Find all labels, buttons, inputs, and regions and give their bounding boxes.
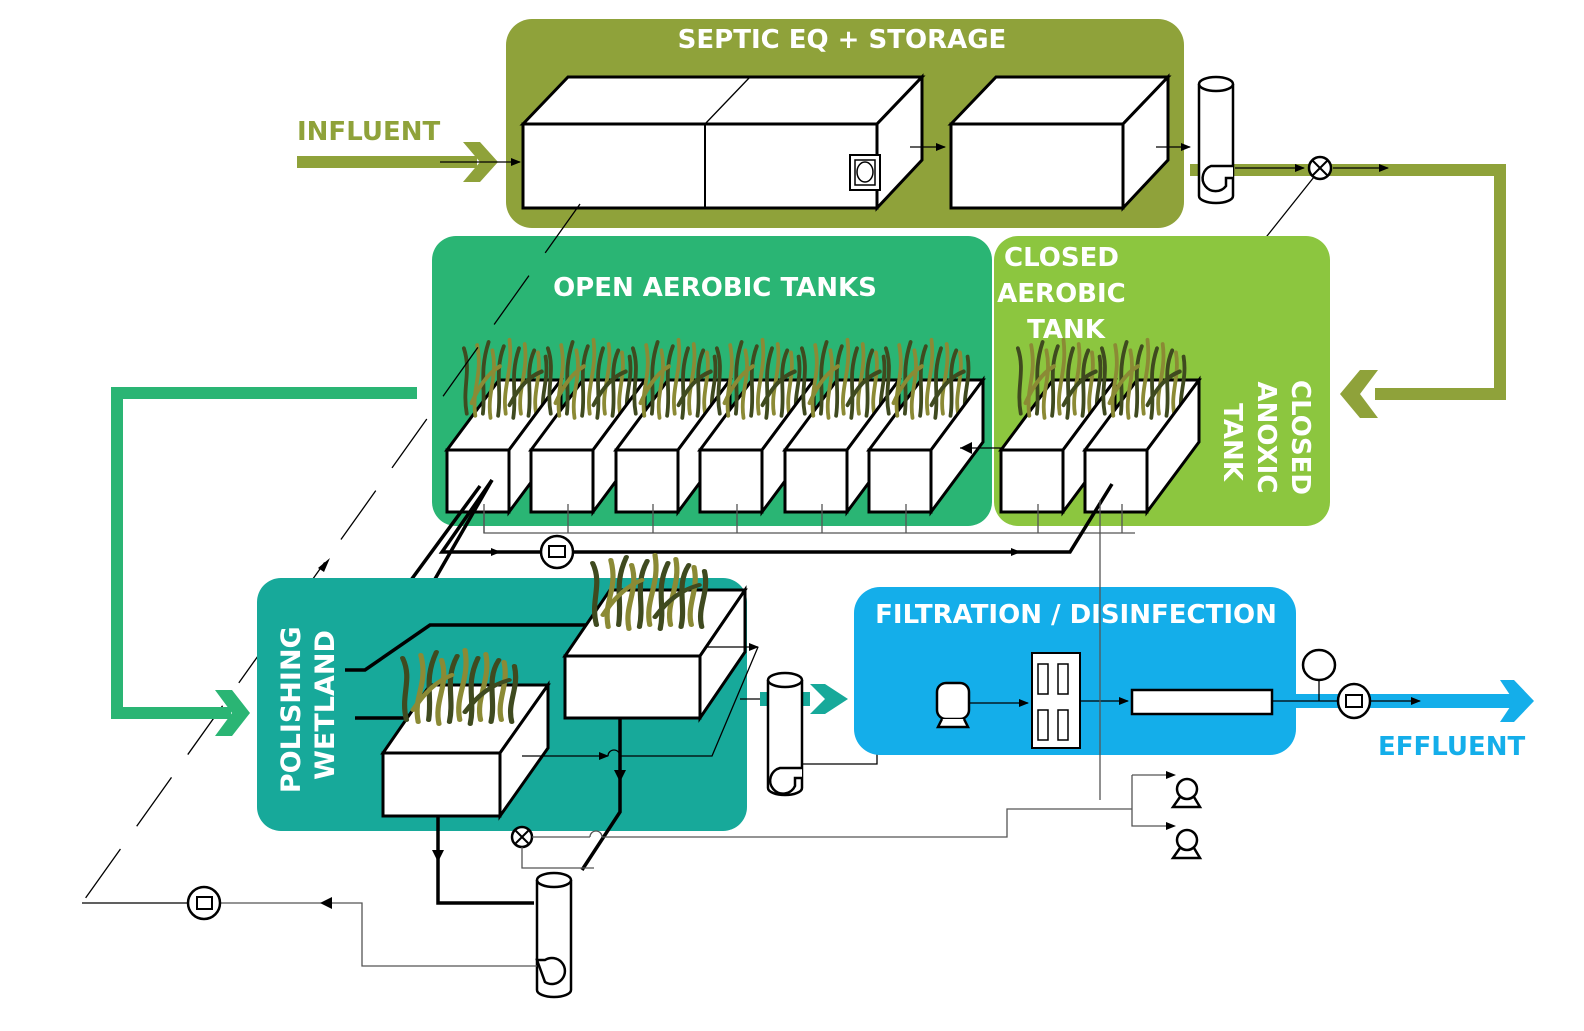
open-aerobic-label: OPEN AEROBIC TANKS [553,273,877,303]
cartridge-filter-rack[interactable] [1031,652,1081,749]
flow-meter-icon[interactable] [186,885,222,921]
closed-anoxic-tank[interactable] [1082,340,1202,533]
open-aerobic-tank-6[interactable] [866,340,986,533]
valve-icon[interactable] [510,825,534,849]
wetland-feed-line [111,387,417,736]
tank-row [444,340,1202,533]
svg-text:POLISHING WETLAND: POLISHING WETLAND [276,617,341,793]
wetland-label: POLISHING WETLAND [276,617,341,793]
closed-anoxic-label: CLOSED ANOXIC TANK [1217,380,1315,504]
wetland-tank-2[interactable] [562,555,748,723]
closed-aerobic-label: CLOSED AEROBIC TANK [997,243,1135,345]
influent-inlet: INFLUENT [297,117,521,182]
blower-2[interactable] [1170,828,1203,860]
recycle-arrow-icon [1340,370,1378,418]
flow-meter-icon[interactable] [539,534,575,570]
svg-text:CLOSED ANOXIC: CLOSED ANOXIC TANK [1217,380,1315,504]
uv-reactor[interactable] [1130,688,1274,716]
recycle-loop [1190,164,1506,418]
effluent-label: EFFLUENT [1378,732,1526,762]
septic-eq-storage-stage: SEPTIC EQ + STORAGE [506,19,1191,228]
effluent-outlet: EFFLUENT [1296,680,1534,762]
sump-pump-2[interactable] [766,671,804,797]
level-sensor-icon [849,154,881,191]
influent-label: INFLUENT [297,117,440,147]
open-aerobic-tank-4[interactable] [697,340,817,533]
wetland-drain-2 [436,816,534,905]
septic-label: SEPTIC EQ + STORAGE [678,25,1007,55]
filtration-label: FILTRATION / DISINFECTION [875,600,1277,630]
wetland-outlet-arrow-icon [810,684,848,714]
blower-1[interactable] [1170,777,1203,809]
septic-tank-2[interactable] [947,73,1172,212]
wetland-drain [580,718,622,871]
wetland-feed-1 [345,623,590,672]
effluent-arrow-icon [1500,680,1534,722]
wetland-tank-1[interactable] [380,650,551,821]
valve-icon[interactable] [1307,155,1333,181]
septic-tank-1[interactable] [519,73,926,212]
sump-pump-3[interactable] [535,871,573,999]
sample-port-icon[interactable] [1301,648,1337,682]
wetland-feed-arrow-icon [215,690,250,736]
sump-pump-1[interactable] [1197,75,1235,205]
dashed-air-line [81,203,581,904]
pressure-vessel[interactable] [935,681,971,729]
flow-meter-icon[interactable] [1336,682,1372,720]
